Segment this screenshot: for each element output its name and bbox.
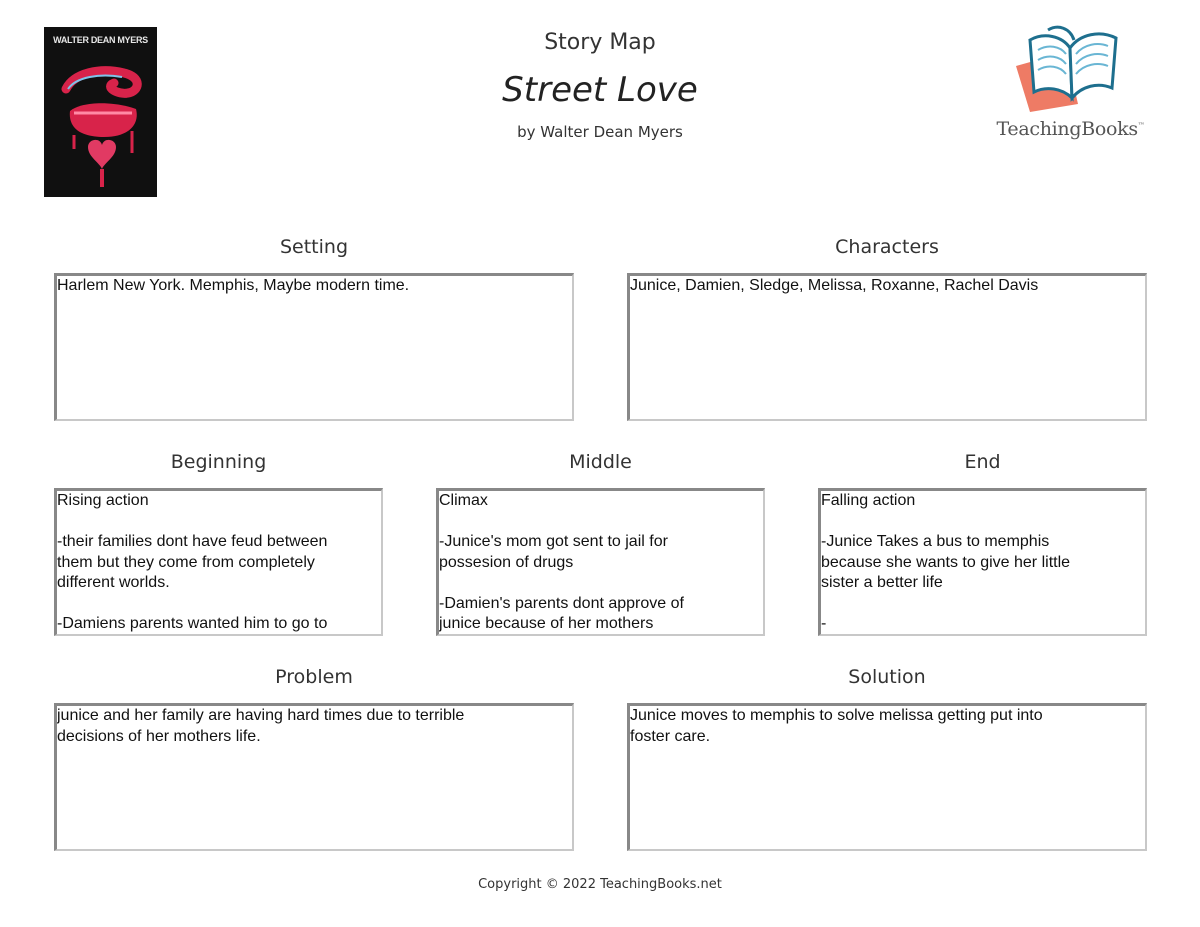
logo-trademark: ™ [1137, 121, 1145, 130]
problem-label: Problem [275, 666, 353, 688]
field-text-line: Rising action [57, 492, 149, 509]
document-type-heading: Story Map [544, 30, 656, 55]
characters-label: Characters [835, 236, 939, 258]
field-text-line [57, 512, 381, 533]
middle-label: Middle [569, 451, 632, 473]
open-book-icon [1016, 25, 1118, 112]
field-text-line: them but they come from completely [57, 553, 315, 571]
setting-field[interactable]: Harlem New York. Memphis, Maybe modern t… [54, 273, 574, 421]
field-text-line: Harlem New York. Memphis, Maybe modern t… [57, 277, 410, 294]
field-text-line: -Damiens parents wanted him to go to [57, 615, 328, 632]
beginning-label: Beginning [170, 451, 267, 473]
characters-field[interactable]: Junice, Damien, Sledge, Melissa, Roxanne… [627, 273, 1147, 421]
problem-field[interactable]: junice and her family are having hard ti… [54, 703, 574, 851]
field-text-line: possesion of drugs [439, 553, 574, 571]
end-field[interactable]: Falling action -Junice Takes a bus to mem… [818, 488, 1147, 636]
field-text-line: Junice moves to memphis to solve melissa… [630, 707, 1043, 724]
field-text-line: foster care. [630, 727, 711, 745]
field-text-line [57, 594, 381, 615]
field-text-line [439, 573, 763, 594]
solution-field[interactable]: Junice moves to memphis to solve melissa… [627, 703, 1147, 851]
field-text-line: -their families dont have feud between [57, 533, 328, 550]
teachingbooks-logo: TeachingBooks™ [988, 22, 1153, 152]
beginning-field[interactable]: Rising action -their families dont have f… [54, 488, 383, 636]
field-text-line [821, 594, 1145, 615]
cover-author-text: WALTER DEAN MYERS [53, 35, 148, 45]
field-text-line [439, 512, 763, 533]
field-text-line: -Damien's parents dont approve of [439, 594, 684, 612]
field-text-line: junice and her family are having hard ti… [57, 707, 465, 724]
field-text-line: different worlds. [57, 574, 170, 591]
field-text-line: Climax [439, 492, 488, 509]
middle-field[interactable]: Climax -Junice's mom got sent to jail for… [436, 488, 765, 636]
logo-wordmark: TeachingBooks™ [988, 118, 1153, 140]
field-text-line: because she wants to give her little [821, 553, 1071, 571]
solution-label: Solution [848, 666, 926, 688]
cover-graffiti-art [61, 66, 142, 187]
field-text-line: sister a better life [821, 574, 943, 591]
field-text-line: junice because of her mothers [439, 615, 654, 632]
end-label: End [964, 451, 1001, 473]
book-title: Street Love [502, 70, 698, 110]
field-text-line: Junice, Damien, Sledge, Melissa, Roxanne… [630, 277, 1039, 294]
book-byline: by Walter Dean Myers [517, 123, 683, 141]
field-text-line: - [821, 615, 827, 632]
setting-label: Setting [279, 236, 349, 258]
field-text-line: -Junice's mom got sent to jail for [439, 533, 668, 550]
field-text-line [821, 512, 1145, 533]
field-text-line: -Junice Takes a bus to memphis [821, 533, 1050, 550]
logo-brand-text: TeachingBooks [996, 118, 1138, 140]
field-text-line: decisions of her mothers life. [57, 727, 261, 745]
field-text-line: Falling action [821, 492, 916, 509]
copyright-footer: Copyright © 2022 TeachingBooks.net [478, 877, 722, 892]
book-cover-image: WALTER DEAN MYERS [44, 27, 157, 197]
